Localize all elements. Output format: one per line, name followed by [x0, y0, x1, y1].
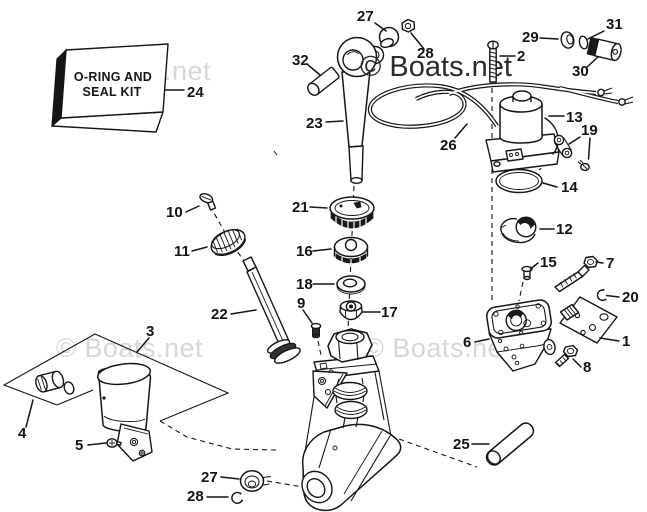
- part-screw-2: [487, 40, 499, 83]
- callout-labels: 27 28 2 29 31 30 32 24 23 26 13 19 14 12…: [18, 8, 639, 505]
- part-motor-13: [485, 90, 560, 173]
- callout-6: 6: [463, 334, 471, 351]
- callout-30: 30: [572, 63, 589, 80]
- part-reservoir: [96, 362, 152, 433]
- part-bushing-11: [210, 228, 247, 257]
- part-filter-12: [500, 216, 537, 244]
- callout-12: 12: [556, 221, 573, 238]
- part-seal-assembly-16: [333, 236, 369, 265]
- tick-mark: [273, 150, 278, 156]
- part-screw-5: [106, 438, 122, 448]
- callout-24: 24: [187, 84, 204, 101]
- callout-23: 23: [306, 115, 323, 132]
- watermark-mid-left: © Boats.net: [56, 333, 203, 363]
- callout-21: 21: [292, 199, 309, 216]
- part-clips-19: [553, 134, 590, 172]
- callout-7: 7: [606, 255, 614, 272]
- part-reservoir-bracket: [116, 423, 153, 462]
- part-mount-plate: [2, 333, 230, 422]
- part-nut-28-top: [401, 18, 416, 33]
- callout-14: 14: [561, 179, 578, 196]
- part-harness-26: [367, 82, 634, 129]
- part-gasket-plate-1: [559, 296, 618, 344]
- callout-27-bottom: 27: [201, 469, 218, 486]
- part-main-body: [301, 328, 402, 512]
- part-cap-27-top: [378, 26, 400, 49]
- part-valve-30: [586, 37, 622, 62]
- callout-2: 2: [517, 48, 525, 65]
- part-oring-31: [578, 35, 589, 50]
- callout-4: 4: [18, 425, 27, 442]
- part-rod-22: [242, 256, 301, 364]
- part-manifold-6: [486, 299, 556, 372]
- callout-18: 18: [296, 276, 313, 293]
- watermark-mid-right: © Boats.net: [364, 333, 511, 363]
- callout-26: 26: [440, 137, 457, 154]
- callout-19: 19: [581, 122, 598, 139]
- kit-box: O-RING AND SEAL KIT: [51, 43, 169, 133]
- part-cap-21: [329, 196, 375, 230]
- kit-box-line2: SEAL KIT: [82, 85, 141, 99]
- callout-8: 8: [583, 359, 591, 376]
- part-screw-10: [199, 193, 217, 211]
- callout-29: 29: [522, 29, 539, 46]
- callout-28-top: 28: [417, 45, 434, 62]
- part-cap-27-bottom: [239, 470, 272, 492]
- callout-9: 9: [297, 295, 305, 312]
- callout-1: 1: [622, 333, 630, 350]
- callout-25: 25: [453, 436, 470, 453]
- callout-3: 3: [146, 323, 154, 340]
- callout-15: 15: [540, 254, 557, 271]
- callout-17: 17: [381, 304, 398, 321]
- callout-5: 5: [75, 437, 83, 454]
- watermark-center: © Boats.net: [360, 51, 512, 83]
- part-screw-8: [554, 344, 579, 368]
- callout-32: 32: [292, 52, 309, 69]
- part-oring-14: [495, 168, 543, 194]
- part-nut-17: [339, 300, 363, 321]
- callout-11: 11: [174, 243, 190, 260]
- callout-13: 13: [566, 109, 583, 126]
- part-plug-15: [521, 265, 533, 281]
- part-tilt-tube-23: [336, 36, 385, 184]
- part-washer-18: [336, 275, 366, 295]
- callout-16: 16: [296, 243, 313, 260]
- callout-10: 10: [166, 204, 183, 221]
- part-snap-ring-20: [596, 289, 607, 301]
- part-pin-25: [485, 422, 535, 466]
- callout-22: 22: [211, 306, 228, 323]
- callout-leaders: [25, 22, 620, 498]
- kit-box-line1: O-RING AND: [74, 70, 152, 84]
- part-clip-28-bottom: [231, 491, 243, 504]
- callout-28-bottom: 28: [187, 488, 204, 505]
- callout-31: 31: [606, 16, 623, 33]
- callout-20: 20: [622, 289, 639, 306]
- part-bolt-7: [554, 255, 599, 293]
- callout-27-top: 27: [357, 8, 374, 25]
- part-pin-9: [310, 322, 322, 339]
- part-pin-32: [307, 66, 340, 96]
- part-seal-29: [560, 31, 575, 49]
